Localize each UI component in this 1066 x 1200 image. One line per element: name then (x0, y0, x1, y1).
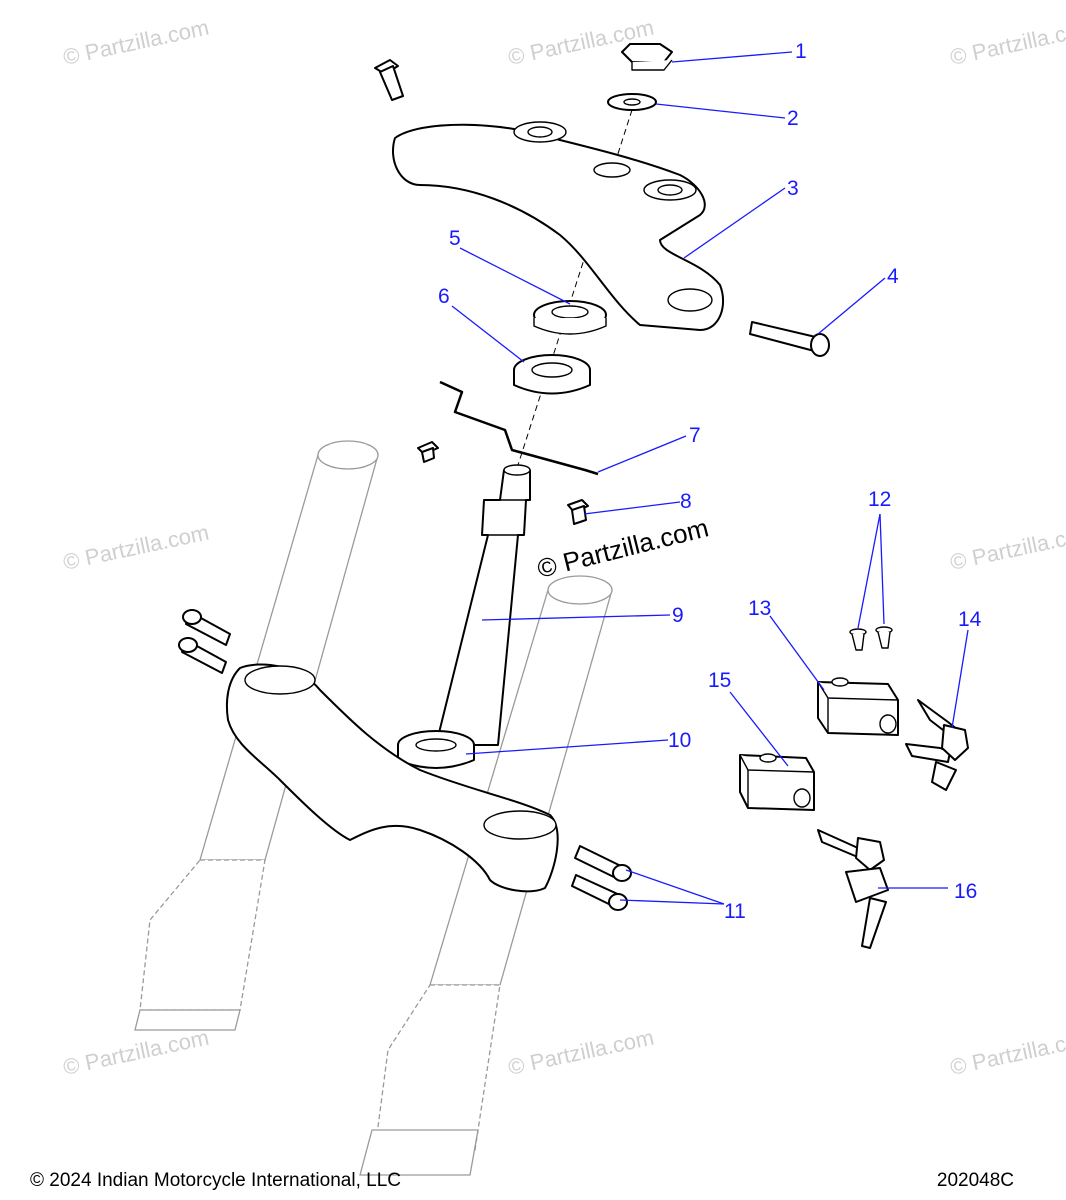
watermark: © Partzilla.com (948, 1025, 1066, 1080)
ignition-lock (817, 677, 899, 736)
washer-hole (623, 98, 641, 106)
lower-clamp-bolt-2 (571, 874, 628, 911)
leader-lines (451, 51, 969, 905)
fork-tube-right (359, 575, 613, 1176)
callout-10: 10 (668, 729, 691, 752)
callout-1: 1 (795, 40, 807, 63)
callout-4: 4 (887, 265, 899, 288)
watermark: © Partzilla.com (948, 15, 1066, 70)
callout-12: 12 (868, 488, 891, 511)
callout-5: 5 (449, 227, 461, 250)
top-clamp-bolt (374, 59, 404, 101)
callout-15: 15 (708, 669, 731, 692)
seat-lock (739, 753, 815, 811)
wire-bracket (439, 380, 599, 476)
pinch-bolt (749, 321, 830, 357)
callout-2: 2 (787, 107, 799, 130)
watermark: © Partzilla.com (506, 1025, 656, 1080)
top-nut (621, 43, 673, 71)
callout-8: 8 (680, 490, 692, 513)
upper-bearing (513, 354, 591, 395)
drawing-number: 202048C (936, 1170, 1014, 1191)
watermark: © Partzilla.com (61, 520, 211, 575)
callout-11: 11 (724, 900, 746, 923)
copyright-notice: © 2024 Indian Motorcycle International, … (30, 1170, 401, 1191)
fork-tube-left (134, 440, 379, 1031)
lower-clamp-bolt-1 (574, 845, 632, 882)
lock-screw-right (875, 626, 893, 649)
mount-bolt (567, 499, 589, 525)
center-watermark: © Partzilla.com (534, 512, 711, 583)
bracket-bolt (417, 441, 439, 463)
lower-bearing (397, 730, 475, 769)
callout-13: 13 (748, 597, 771, 620)
callout-16: 16 (954, 880, 977, 903)
steering-stem (435, 464, 531, 746)
callout-9: 9 (672, 604, 684, 627)
clamp-bolt-upper-left (182, 609, 231, 646)
adjusting-nut (533, 300, 607, 335)
key-set-16 (817, 829, 889, 949)
watermark: © Partzilla.com (948, 520, 1066, 575)
clamp-bolt-lower-left (178, 637, 227, 674)
callout-3: 3 (787, 177, 799, 200)
key-set-14 (905, 699, 969, 791)
top-triple-clamp (392, 121, 725, 331)
callout-6: 6 (438, 285, 450, 308)
lower-triple-clamp (225, 663, 559, 893)
callout-7: 7 (689, 424, 701, 447)
callout-14: 14 (958, 608, 982, 631)
callouts: 1 2 3 4 5 6 7 8 9 10 11 12 13 14 15 16 (438, 40, 982, 923)
watermark: © Partzilla.com (61, 15, 211, 70)
watermark: © Partzilla.com (61, 1025, 211, 1080)
lock-screw-left (849, 628, 867, 651)
